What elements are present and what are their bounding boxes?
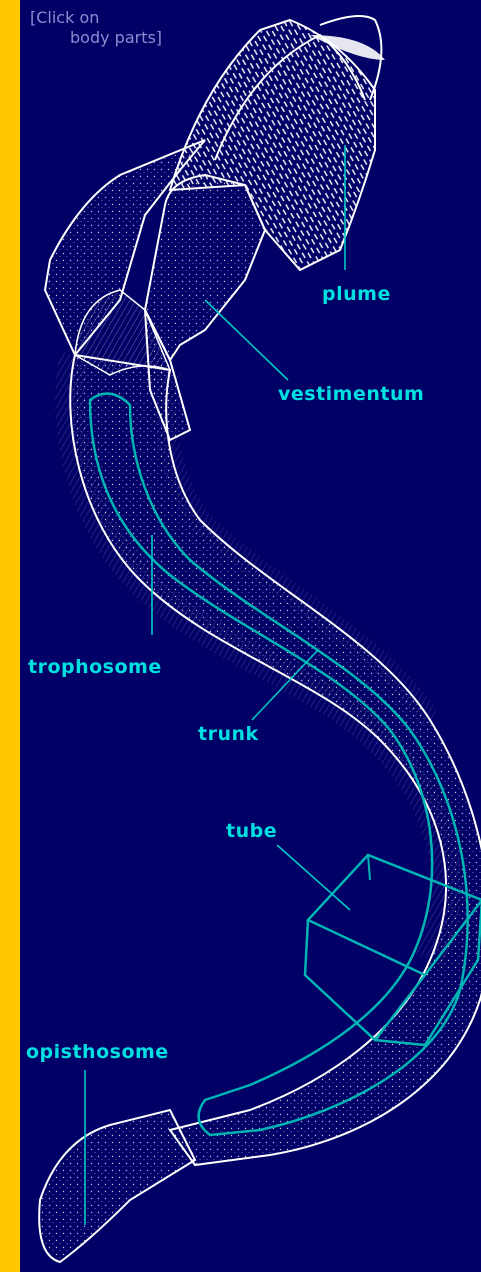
label-trunk[interactable]: trunk <box>198 723 259 745</box>
label-opisthosome[interactable]: opisthosome <box>26 1041 169 1063</box>
diagram-stage: [Click on body parts] plume vestimentum … <box>20 0 481 1272</box>
label-plume[interactable]: plume <box>322 283 391 305</box>
label-vestimentum[interactable]: vestimentum <box>278 383 424 405</box>
hint-line-1: [Click on <box>30 8 99 27</box>
label-tube[interactable]: tube <box>226 820 277 842</box>
tubeworm-illustration <box>20 0 481 1272</box>
label-trophosome[interactable]: trophosome <box>28 656 162 678</box>
click-instruction: [Click on body parts] <box>30 8 162 48</box>
hint-line-2: body parts] <box>30 28 162 48</box>
